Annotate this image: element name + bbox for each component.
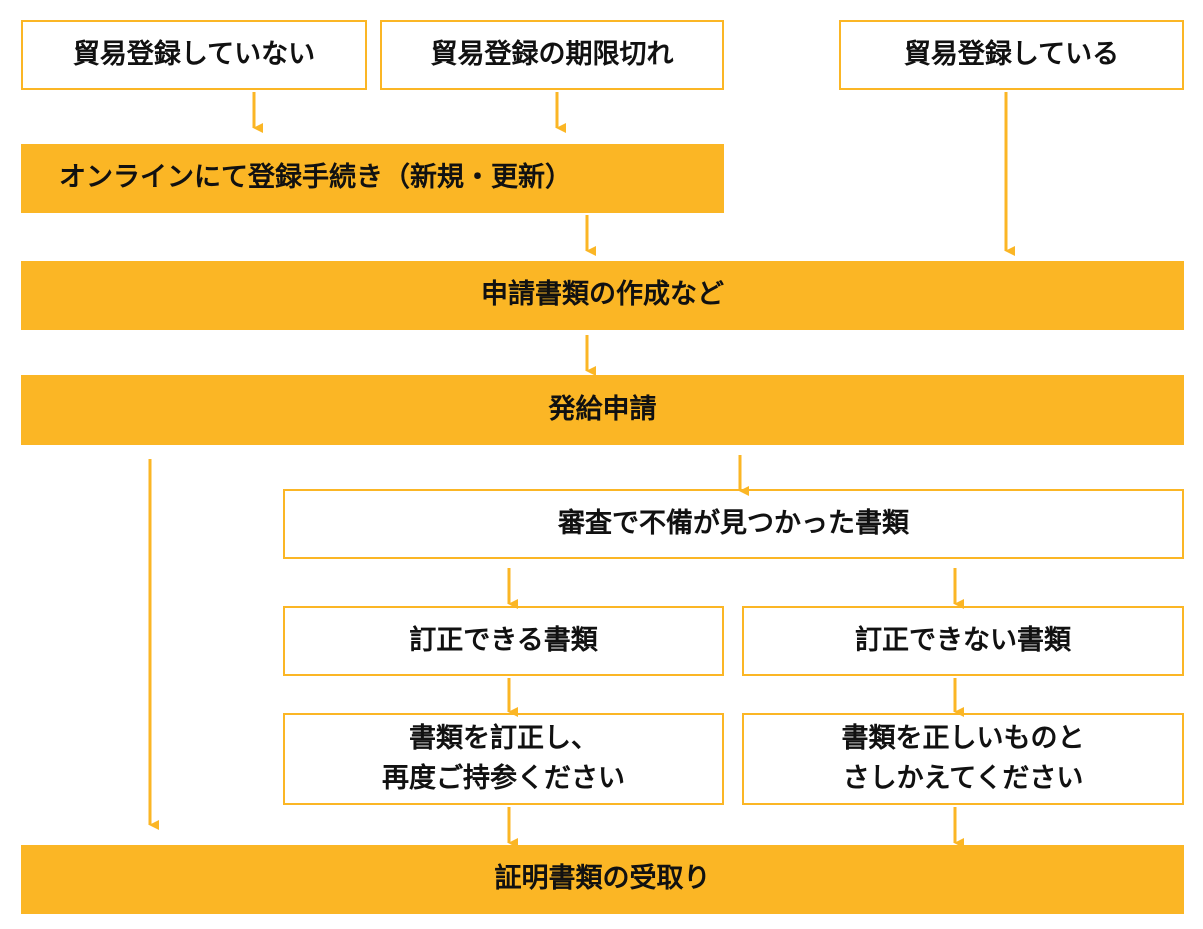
replace-with-correct-line2: さしかえてください [842, 763, 1084, 794]
replace-with-correct-line1: 書類を正しいものと [841, 722, 1085, 754]
registered-box: 貿易登録している [839, 20, 1184, 90]
receive-certificate-box: 証明書類の受取り [21, 845, 1184, 914]
prepare-documents-box: 申請書類の作成など [21, 261, 1184, 330]
correct-and-resubmit-line1: 書類を訂正し、 [409, 722, 598, 754]
registration-expired-box: 貿易登録の期限切れ [380, 20, 724, 90]
correct-and-resubmit-line2: 再度ご持参ください [382, 763, 625, 794]
correct-and-resubmit-box: 書類を訂正し、 再度ご持参ください [283, 713, 724, 805]
not-registered-label: 貿易登録していない [72, 38, 316, 70]
receive-certificate-label: 証明書類の受取り [494, 863, 711, 895]
registered-label: 貿易登録している [903, 38, 1120, 70]
uncorrectable-documents-box: 訂正できない書類 [742, 606, 1184, 676]
defective-documents-label: 審査で不備が見つかった書類 [558, 507, 909, 539]
issue-application-label: 発給申請 [548, 393, 657, 425]
issue-application-box: 発給申請 [21, 375, 1184, 445]
not-registered-box: 貿易登録していない [21, 20, 367, 90]
registration-expired-label: 貿易登録の期限切れ [430, 38, 674, 70]
online-registration-label: オンラインにて登録手続き（新規・更新） [59, 162, 572, 194]
correctable-documents-box: 訂正できる書類 [283, 606, 724, 676]
defective-documents-box: 審査で不備が見つかった書類 [283, 489, 1184, 559]
prepare-documents-label: 申請書類の作成など [481, 279, 724, 311]
uncorrectable-documents-label: 訂正できない書類 [855, 624, 1071, 656]
replace-with-correct-box: 書類を正しいものと さしかえてください [742, 713, 1184, 805]
correctable-documents-label: 訂正できる書類 [409, 624, 598, 656]
online-registration-box: オンラインにて登録手続き（新規・更新） [21, 144, 724, 213]
